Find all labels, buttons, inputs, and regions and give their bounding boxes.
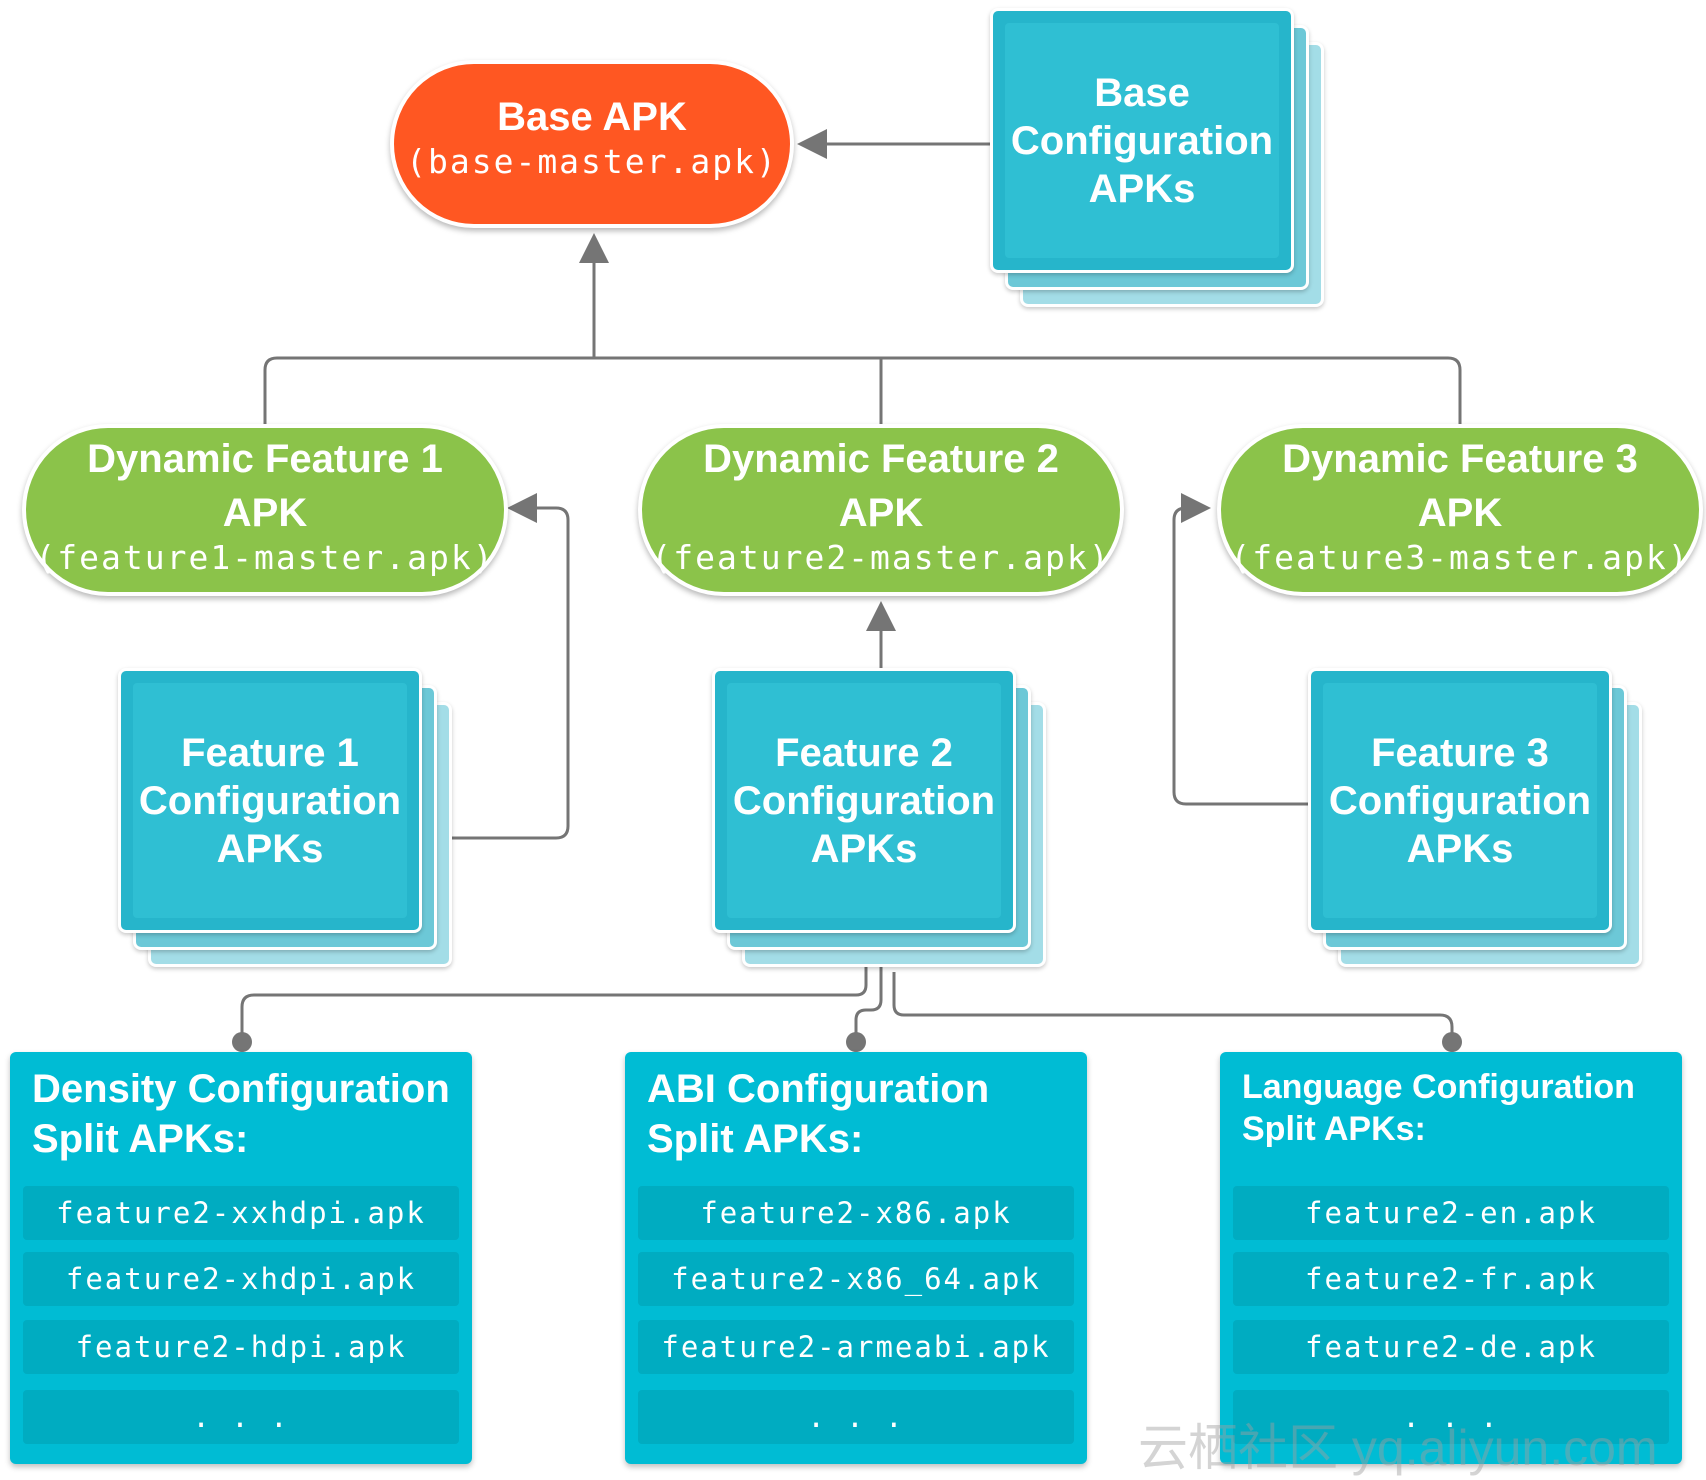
split-item: . . . xyxy=(1233,1390,1669,1444)
line-f2-to-density xyxy=(240,940,868,1040)
split-item: feature2-fr.apk xyxy=(1233,1252,1669,1306)
feature-2-config-stack: Feature 2 Configuration APKs xyxy=(712,668,1052,968)
split-item: feature2-en.apk xyxy=(1233,1186,1669,1240)
split-item: feature2-xhdpi.apk xyxy=(23,1252,459,1306)
split-item: feature2-de.apk xyxy=(1233,1320,1669,1374)
base-config-label: Base Configuration APKs xyxy=(1010,70,1274,211)
arrow-f1config-to-f1 xyxy=(451,493,570,840)
base-config-stack: Base Configuration APKs xyxy=(990,8,1330,308)
language-split-panel: Language Configuration Split APKs: featu… xyxy=(1220,1052,1682,1464)
split-item: feature2-hdpi.apk xyxy=(23,1320,459,1374)
base-apk-title: Base APK xyxy=(497,95,687,139)
split-item: . . . xyxy=(638,1390,1074,1444)
feature-3-config-stack: Feature 3 Configuration APKs xyxy=(1308,668,1648,968)
split-item: . . . xyxy=(23,1390,459,1444)
dot-density xyxy=(232,1032,252,1052)
dynamic-feature-3-node: Dynamic Feature 3 APK (feature3-master.a… xyxy=(1217,424,1703,596)
dynamic-feature-1-node: Dynamic Feature 1 APK (feature1-master.a… xyxy=(22,424,508,596)
base-apk-node: Base APK (base-master.apk) xyxy=(390,60,794,228)
arrow-f3config-to-f3 xyxy=(1172,493,1312,806)
split-item: feature2-x86_64.apk xyxy=(638,1252,1074,1306)
split-item: feature2-x86.apk xyxy=(638,1186,1074,1240)
density-split-panel: Density Configuration Split APKs: featur… xyxy=(10,1052,472,1464)
dot-language xyxy=(1442,1032,1462,1052)
line-f2-to-language xyxy=(892,972,1454,1040)
abi-split-panel: ABI Configuration Split APKs: feature2-x… xyxy=(625,1052,1087,1464)
split-item: feature2-armeabi.apk xyxy=(638,1320,1074,1374)
dot-abi xyxy=(846,1032,866,1052)
watermark: 云栖社区 yq.aliyun.com xyxy=(1138,1420,1658,1476)
density-split-title: Density Configuration Split APKs: xyxy=(32,1067,450,1161)
abi-split-title: ABI Configuration Split APKs: xyxy=(647,1067,990,1161)
base-apk-file: (base-master.apk) xyxy=(406,142,778,181)
split-item: feature2-xxhdpi.apk xyxy=(23,1186,459,1240)
language-split-title: Language Configuration Split APKs: xyxy=(1242,1068,1635,1148)
feature-1-config-stack: Feature 1 Configuration APKs xyxy=(118,668,458,968)
line-f2-to-abi xyxy=(854,940,883,1040)
dynamic-feature-2-node: Dynamic Feature 2 APK (feature2-master.a… xyxy=(638,424,1124,596)
line-feature1-up xyxy=(263,356,1462,428)
